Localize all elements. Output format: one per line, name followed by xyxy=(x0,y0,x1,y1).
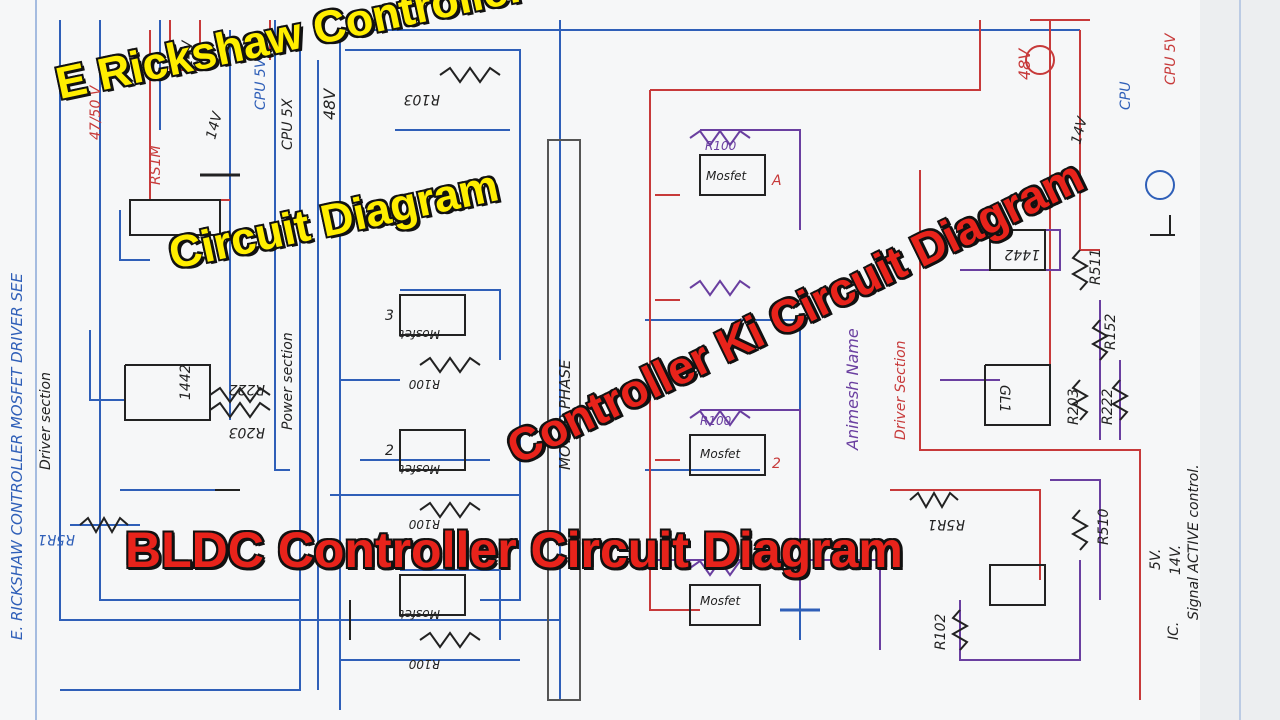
label-r100-low: R100 xyxy=(408,517,440,531)
blue-wiring xyxy=(59,20,1080,710)
label-motor-phase: MOTOR PHASE xyxy=(556,359,574,470)
note-14v: 14V. xyxy=(1168,545,1184,575)
label-r103: R103 xyxy=(404,91,440,107)
note-ic: IC. xyxy=(1166,622,1182,640)
label-r203-right: R203 xyxy=(1066,389,1082,425)
label-cpu-5x: CPU 5X xyxy=(280,98,296,150)
label-r100-bottom: R100 xyxy=(408,657,440,671)
label-ic-right-mid: GL1 xyxy=(996,385,1012,413)
label-r100-mid: R100 xyxy=(408,377,440,391)
label-driver-section: Driver section xyxy=(38,372,54,470)
label-r222: R222 xyxy=(228,381,265,397)
label-cpu-right: CPU xyxy=(1118,82,1134,110)
label-14v-mid: 14V xyxy=(203,109,226,141)
label-num-1: 2 xyxy=(385,443,394,459)
label-animesh-name: Animesh Name xyxy=(843,328,862,451)
label-mosfet-1: Mosfet xyxy=(706,169,748,183)
label-14v-top: 14V xyxy=(180,39,196,68)
label-r102: R102 xyxy=(933,613,949,650)
label-cpu-5v: CPU 5V xyxy=(253,57,269,110)
label-phase-a: A xyxy=(771,173,782,189)
label-r203-left: R203 xyxy=(229,424,265,440)
label-phase-2: 2 xyxy=(772,456,781,472)
label-48v-right: 48V xyxy=(1015,48,1034,80)
label-r100-top: R100 xyxy=(705,139,737,153)
label-mosfet-3: Mosfet xyxy=(398,327,440,341)
label-mosfet-4: Mosfet xyxy=(398,607,440,621)
label-driver-section-right: Driver Section xyxy=(893,340,909,440)
label-ic-right-top: 1442 xyxy=(1004,246,1040,262)
red-wiring xyxy=(149,19,1175,700)
label-47-50v: 47/50 V xyxy=(88,84,104,140)
label-14v-right: 14V xyxy=(1068,114,1091,146)
label-r5r1-left: R5R1 xyxy=(38,531,75,547)
margin-title: E. RICKSHAW CONTROLLER MOSFET DRIVER SEE xyxy=(8,273,26,640)
label-48v-left: 48V xyxy=(320,88,339,120)
label-r100-right: R100 xyxy=(700,414,732,428)
label-ic-left: 1442 xyxy=(178,364,194,400)
label-r511: R511 xyxy=(1088,249,1104,285)
label-cpu-5v-corner: CPU 5V xyxy=(1163,32,1179,85)
label-r510: R510 xyxy=(1096,508,1112,545)
label-r152: R152 xyxy=(1103,313,1119,350)
components xyxy=(79,66,1175,701)
label-r5r1-right: R5R1 xyxy=(928,516,965,532)
label-rs1m: RS1M xyxy=(148,145,164,185)
label-r222-right: R222 xyxy=(1100,388,1116,425)
label-mosfet-5: Mosfet xyxy=(700,594,742,608)
label-phase-3: 3 xyxy=(385,308,394,324)
label-mosfet-2: Mosfet xyxy=(398,462,440,476)
handwritten-labels: E. RICKSHAW CONTROLLER MOSFET DRIVER SEE… xyxy=(8,32,1202,671)
label-power-section: Power section xyxy=(280,332,296,430)
note-signal: Signal ACTIVE control. xyxy=(1186,464,1202,620)
label-mosfet-2r: Mosfet xyxy=(700,447,742,461)
title-bottom: BLDC Controller Circuit Diagram xyxy=(125,522,903,578)
note-5v: 5V. xyxy=(1148,549,1164,570)
